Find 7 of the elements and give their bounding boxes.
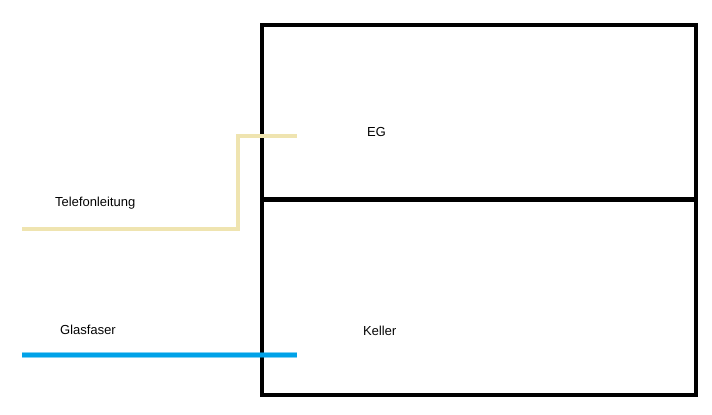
edge-label: Telefonleitung [55,194,136,210]
floor-box [260,23,698,202]
floor-box [260,197,698,397]
cable-line [22,134,297,231]
cable-line [22,352,297,358]
floor-label: Keller [363,323,396,339]
floor-label: EG [367,124,386,140]
